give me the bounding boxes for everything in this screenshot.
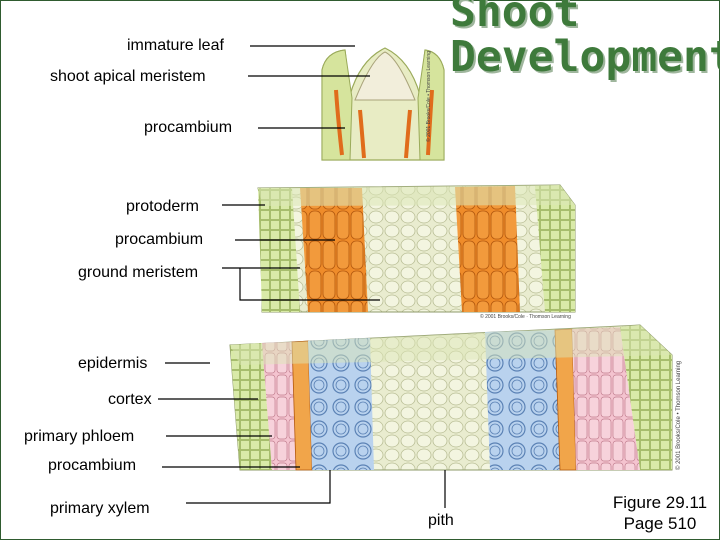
label-shoot-apical-meristem: shoot apical meristem [50,68,206,85]
figure-reference: Figure 29.11 Page 510 [600,492,720,534]
credit-mid: © 2001 Brooks/Cole · Thomson Learning [480,314,571,320]
label-primary-phloem: primary phloem [24,428,135,445]
credit-mid-text: © 2001 Brooks/Cole · Thomson Learning [480,314,571,320]
label-cortex: cortex [108,391,152,408]
label-protoderm: protoderm [126,198,199,215]
label-pith: pith [428,512,454,529]
credit-side-top-text: © 2001 Brooks/Cole • Thomson Learning [426,51,432,142]
credit-side-top: © 2001 Brooks/Cole • Thomson Learning [426,47,432,142]
slide-title-text: Shoot Development [450,0,720,82]
label-immature-leaf: immature leaf [127,37,224,54]
label-primary-xylem: primary xylem [50,500,150,517]
credit-bottom-right-text: © 2001 Brooks/Cole • Thomson Learning [676,360,682,470]
figure-number: Figure 29.11 [612,493,708,512]
leader-lines [158,45,446,508]
primary-meristem-block [257,184,576,313]
label-procambium-top: procambium [144,119,233,136]
figure-page: Page 510 [623,514,697,533]
credit-bottom-right: © 2001 Brooks/Cole • Thomson Learning [676,330,682,470]
label-procambium-bottom: procambium [48,457,137,474]
primary-tissue-block [229,324,673,471]
shoot-apex-illustration [321,47,445,161]
label-ground-meristem: ground meristem [78,264,199,281]
label-procambium-mid: procambium [115,231,204,248]
slide-title: Shoot Development [450,0,720,80]
label-epidermis: epidermis [78,355,148,372]
